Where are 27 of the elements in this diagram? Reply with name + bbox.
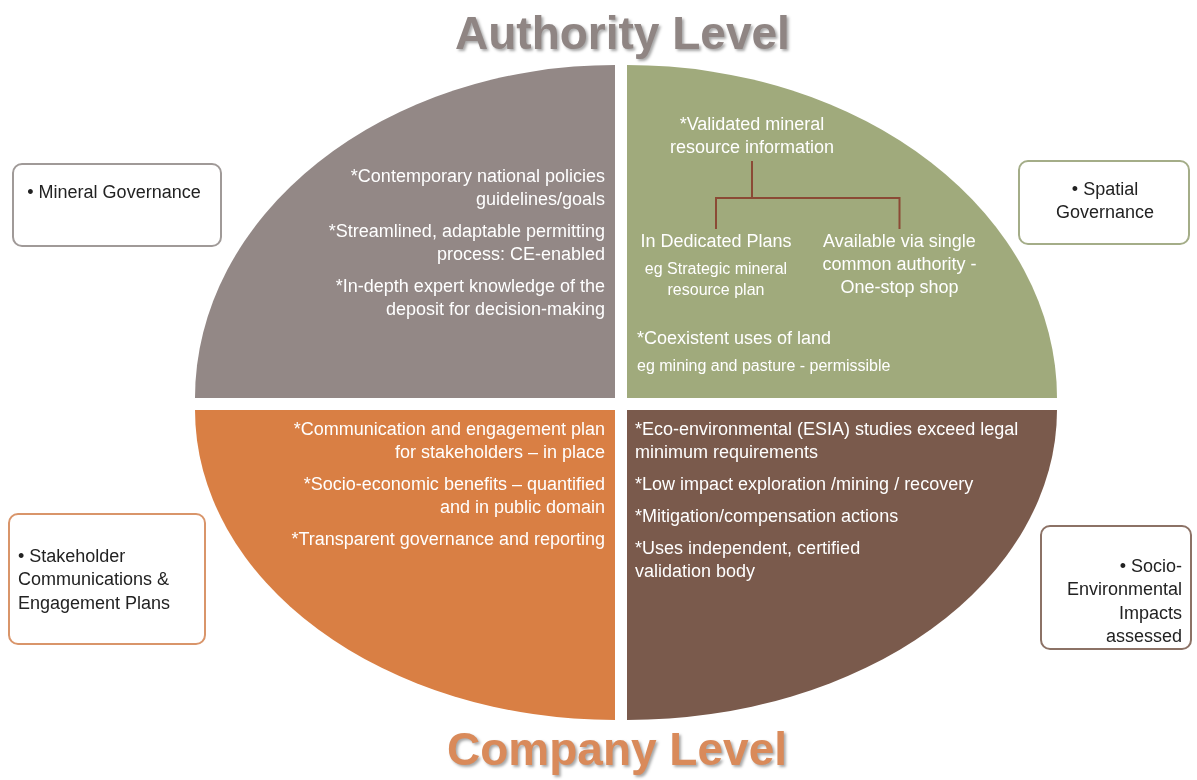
example-note: eg Strategic mineral resource plan	[643, 259, 789, 300]
bullet-text: *In-depth expert knowledge of the deposit for decision-making	[334, 275, 605, 322]
bullet-text: *Streamlined, adaptable permitting process: CE-enabled	[327, 220, 605, 267]
side-label-box	[8, 513, 206, 645]
side-label-box	[1040, 525, 1192, 650]
bullet-text: *Contemporary national policies guidelines/goals	[349, 165, 605, 212]
side-label-box	[1018, 160, 1190, 245]
bullet-text: *Transparent governance and reporting	[290, 528, 605, 552]
level-title: Company Level	[447, 722, 787, 776]
example-note: eg mining and pasture - permissible	[637, 356, 892, 377]
box-label: • Socio-Environmental Impacts assessed	[1065, 555, 1182, 649]
bullet-text: *Mitigation/compensation actions	[635, 505, 900, 529]
bullet-text: *Uses independent, certified validation body	[635, 537, 862, 584]
bullet-text: *Eco-environmental (ESIA) studies exceed legal minimum requirements	[635, 418, 1020, 465]
resource-text: *Validated mineral resource information	[652, 113, 852, 160]
resource-text: Available via single common authority - One-stop shop	[807, 230, 992, 300]
box-label: • Mineral Governance	[26, 181, 202, 204]
bracket-connector	[751, 160, 901, 230]
bullet-text: *Communication and engagement plan for stakeholders – in place	[292, 418, 605, 465]
box-label: • Spatial Governance	[1054, 178, 1156, 225]
side-label-box	[12, 163, 222, 247]
box-label: • Stakeholder Communications & Engagement Plans	[18, 545, 172, 615]
bullet-text: *Coexistent uses of land	[637, 327, 833, 350]
bullet-text: *Socio-economic benefits – quantified and in public domain	[302, 473, 605, 520]
bullet-text: *Low impact exploration /mining / recovery	[635, 473, 975, 497]
plan-heading: In Dedicated Plans	[639, 230, 793, 253]
level-title: Authority Level	[455, 6, 790, 60]
